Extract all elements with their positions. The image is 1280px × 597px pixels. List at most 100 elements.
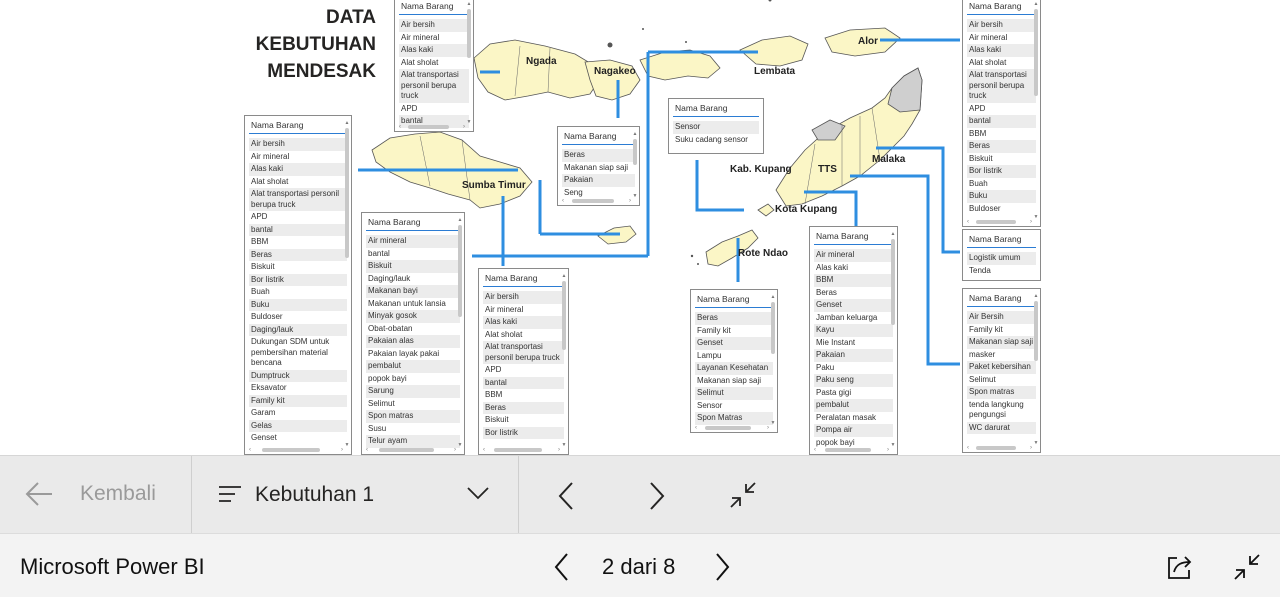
scroll-left-icon[interactable]: ‹ [967,219,969,225]
table-row[interactable]: Air bersih [249,138,347,151]
table-header-nama-barang[interactable]: Nama Barang [562,127,635,145]
table-row[interactable]: Tenda [969,265,991,275]
scroll-right-icon[interactable]: › [767,425,769,431]
horizontal-scrollbar[interactable]: ‹› [249,447,343,453]
table-row[interactable]: Makanan siap saji [564,162,629,172]
table-row[interactable]: Alat sholat [251,176,289,186]
table-row[interactable]: Beras [967,140,1036,153]
scroll-right-icon[interactable]: › [454,447,456,453]
table-row[interactable]: Air mineral [969,32,1008,42]
horizontal-scrollbar[interactable]: ‹› [366,447,456,453]
table-row[interactable]: Buku [967,190,1036,203]
table-row[interactable]: Buldoser [969,203,1001,213]
table-row[interactable]: bantal [967,115,1036,128]
scrollbar-thumb[interactable] [1034,301,1038,362]
table-row[interactable]: Biskuit [969,153,993,163]
scroll-up-icon[interactable]: ▲ [561,273,567,279]
table-row[interactable]: APD [251,212,268,221]
table-row[interactable]: Suku cadang sensor [675,134,748,144]
scrollbar-thumb[interactable] [705,426,752,430]
share-icon[interactable] [1164,552,1194,582]
table-row[interactable]: Dukungan SDM untuk pembersihan material … [251,337,330,367]
table-header-nama-barang[interactable]: Nama Barang [399,0,469,15]
vertical-scrollbar[interactable]: ▲▼ [1033,1,1039,220]
table-row[interactable]: Lampu [697,350,722,360]
table-row[interactable]: WC darurat [967,421,1036,434]
table-header-nama-barang[interactable]: Nama Barang [967,230,1036,248]
table-row[interactable]: BBM [485,390,503,399]
scroll-left-icon[interactable]: ‹ [695,425,697,431]
table-row[interactable]: Makanan bayi [366,285,460,298]
table-row[interactable]: Alas kaki [967,44,1036,57]
scroll-right-icon[interactable]: › [1030,445,1032,451]
table-header-nama-barang[interactable]: Nama Barang [249,116,347,134]
table-row[interactable]: Air bersih [967,19,1036,32]
scrollbar-thumb[interactable] [408,125,450,129]
scroll-right-icon[interactable]: › [1030,219,1032,225]
scrollbar-thumb[interactable] [458,225,462,317]
table-row[interactable]: Pompa air [814,424,893,437]
table-row[interactable]: Biskuit [251,262,275,271]
table-row[interactable]: tenda langkung pengungsi [969,399,1024,420]
vertical-scrollbar[interactable]: ▲▼ [890,231,896,448]
table-header-nama-barang[interactable]: Nama Barang [366,213,460,231]
table-row[interactable]: Susu [368,423,387,433]
back-button[interactable]: Kembali [0,456,191,534]
scrollbar-thumb[interactable] [976,220,1017,224]
table-row[interactable]: Buku [249,298,347,311]
table-row[interactable]: Alat sholat [969,57,1007,67]
scrollbar-thumb[interactable] [378,448,435,452]
scroll-left-icon[interactable]: ‹ [814,447,816,453]
table-row[interactable]: Alat transportasi personil berupa truck [249,188,347,211]
table-row[interactable]: Layanan Kesehatan [695,362,773,375]
table-row[interactable]: Family kit [249,394,347,407]
table-row[interactable]: Makanan siap saji [697,375,762,385]
table-row[interactable]: Alat transportasi personil berupa truck [399,69,469,103]
scrollbar-thumb[interactable] [891,239,895,325]
table-row[interactable]: Makanan untuk lansia [368,298,446,308]
scrollbar-thumb[interactable] [571,199,615,203]
table-row[interactable]: Buldoser [251,312,283,321]
table-row[interactable]: Selimut [695,387,773,400]
table-row[interactable]: bantal [483,376,564,389]
scrollbar-thumb[interactable] [976,446,1017,450]
table-row[interactable]: Pakaian layak pakai [368,348,440,358]
table-row[interactable]: Garam [251,408,276,417]
scroll-right-icon[interactable]: › [887,447,889,453]
table-row[interactable]: Family kit [969,324,1003,334]
table-row[interactable]: Spon matras [366,410,460,423]
table-row[interactable]: pembalut [814,399,893,412]
table-row[interactable]: Paku seng [814,374,893,387]
table-row[interactable]: Beras [483,401,564,414]
horizontal-scrollbar[interactable]: ‹› [967,219,1032,225]
scroll-down-icon[interactable]: ▼ [770,420,776,426]
table-row[interactable]: Kayu [814,324,893,337]
table-row[interactable]: Buah [251,287,270,296]
scroll-down-icon[interactable]: ▼ [561,442,567,448]
table-row[interactable]: pembalut [366,360,460,373]
table-row[interactable]: Genset [251,433,277,442]
scroll-right-icon[interactable]: › [341,447,343,453]
vertical-scrollbar[interactable]: ▲▼ [344,120,350,448]
table-row[interactable]: popok bayi [816,437,855,447]
scroll-down-icon[interactable]: ▼ [1033,440,1039,446]
table-row[interactable]: Bor listrik [967,165,1036,178]
table-row[interactable]: Dumptruck [249,369,347,382]
table-row[interactable]: Alat sholat [401,57,439,67]
table-row[interactable]: Spon matras [967,386,1036,399]
table-row[interactable]: Pakaian [562,174,635,187]
table-row[interactable]: Pasta gigi [816,387,852,397]
exit-fullscreen-icon[interactable] [1232,552,1262,582]
table-row[interactable]: Mie Instant [816,337,856,347]
scroll-up-icon[interactable]: ▲ [1033,1,1039,7]
table-header-nama-barang[interactable]: Nama Barang [483,269,564,287]
table-row[interactable]: Biskuit [366,260,460,273]
scrollbar-thumb[interactable] [562,281,566,351]
table-row[interactable]: Alas kaki [399,44,469,57]
vertical-scrollbar[interactable]: ▲▼ [1033,293,1039,446]
exit-focus-mode-icon[interactable] [728,480,758,510]
